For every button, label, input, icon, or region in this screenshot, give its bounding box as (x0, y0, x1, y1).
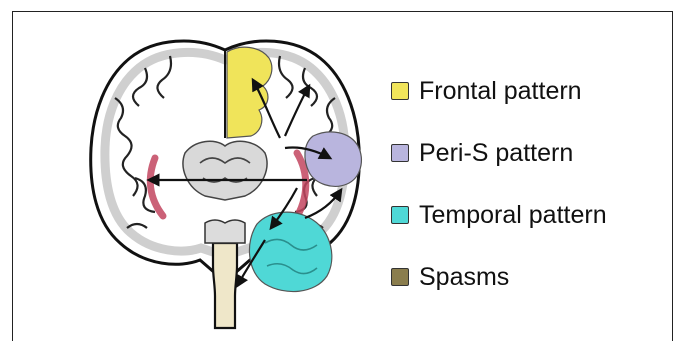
legend-swatch-frontal (391, 82, 409, 100)
legend-item-peri-s: Peri-S pattern (391, 138, 573, 168)
legend-label-temporal: Temporal pattern (419, 201, 607, 230)
brain-coronal-diagram (75, 28, 375, 338)
figure-frame: Frontal pattern Peri-S pattern Temporal … (12, 11, 673, 341)
peri-s-region (305, 132, 361, 186)
legend-swatch-spasms (391, 268, 409, 286)
legend-swatch-peri-s (391, 144, 409, 162)
legend-label-peri-s: Peri-S pattern (419, 139, 573, 168)
legend-item-frontal: Frontal pattern (391, 76, 582, 106)
legend-swatch-temporal (391, 206, 409, 224)
brainstem-detail (205, 220, 245, 243)
legend-item-spasms: Spasms (391, 262, 509, 292)
legend-label-frontal: Frontal pattern (419, 77, 582, 106)
legend-item-temporal: Temporal pattern (391, 200, 607, 230)
brainstem (213, 243, 237, 328)
legend-label-spasms: Spasms (419, 263, 509, 292)
